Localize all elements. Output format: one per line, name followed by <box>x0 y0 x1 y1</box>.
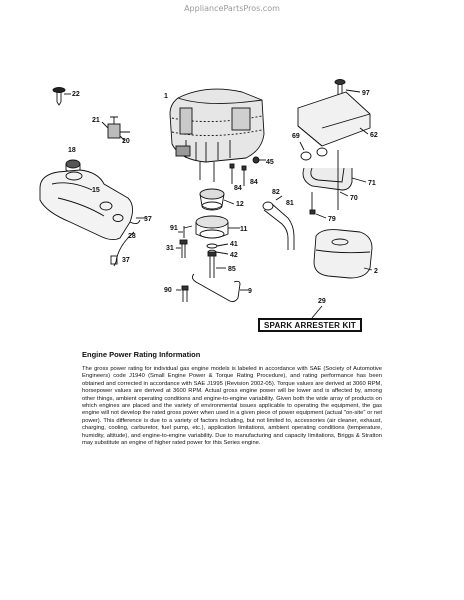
part-29-leader <box>311 305 323 319</box>
callout-37-lower: 37 <box>122 257 130 264</box>
callout-69: 69 <box>292 133 300 140</box>
callout-15: 15 <box>92 187 100 194</box>
callout-84-right: 84 <box>250 179 258 186</box>
callout-42: 42 <box>230 252 238 259</box>
callout-29: 29 <box>318 298 326 305</box>
part-69-gaskets <box>299 141 328 161</box>
part-15-fuel-tank <box>39 169 133 241</box>
part-28-fuel-line <box>110 217 146 267</box>
callout-81: 81 <box>286 200 294 207</box>
part-79-bolts <box>309 150 339 219</box>
callout-97: 97 <box>362 90 370 97</box>
callout-1: 1 <box>164 93 168 100</box>
watermark: AppliancePartsPros.com <box>184 4 280 13</box>
engine-power-rating-text: The gross power rating for individual ga… <box>82 366 382 447</box>
part-45-fastener <box>252 156 266 164</box>
part-82-exhaust-tube <box>262 195 295 250</box>
part-70-exhaust-pipe <box>302 167 367 197</box>
callout-91: 91 <box>170 225 178 232</box>
part-11-clutch <box>183 215 240 239</box>
part-97-bolt <box>334 79 361 96</box>
callout-85: 85 <box>228 266 236 273</box>
callout-28: 28 <box>128 233 136 240</box>
parts-diagram: 22 1 21 20 18 15 37 28 37 45 84 84 12 11… <box>39 79 378 319</box>
part-9-rod <box>191 273 248 303</box>
callout-62: 62 <box>370 132 378 139</box>
callout-45: 45 <box>266 159 274 166</box>
part-85-bolt <box>207 251 226 278</box>
part-84-bolts <box>229 163 247 186</box>
callout-2: 2 <box>374 268 378 275</box>
part-31-pin <box>176 226 188 258</box>
part-62-heat-shield <box>297 91 371 147</box>
callout-84-left: 84 <box>234 185 242 192</box>
callout-71: 71 <box>368 180 376 187</box>
callout-12: 12 <box>236 201 244 208</box>
callout-31: 31 <box>166 245 174 252</box>
callout-18: 18 <box>68 147 76 154</box>
section-title: Engine Power Rating Information <box>82 350 201 359</box>
callout-41: 41 <box>230 241 238 248</box>
callout-82: 82 <box>272 189 280 196</box>
callout-37-upper: 37 <box>144 216 152 223</box>
callout-9: 9 <box>248 288 252 295</box>
part-12-pulley <box>199 188 235 211</box>
callout-21: 21 <box>92 117 100 124</box>
part-2-muffler <box>313 229 373 279</box>
spark-arrester-kit-label: SPARK ARRESTER KIT <box>258 318 362 332</box>
callout-70: 70 <box>350 195 358 202</box>
part-22-screw <box>52 87 71 106</box>
callout-79: 79 <box>328 216 336 223</box>
callout-11: 11 <box>240 226 248 233</box>
callout-20: 20 <box>122 138 130 145</box>
callout-90: 90 <box>164 287 172 294</box>
callout-22: 22 <box>72 91 80 98</box>
part-1-engine <box>169 88 265 182</box>
part-90-bolt <box>176 285 189 302</box>
part-20-fuel-valve <box>101 116 130 142</box>
